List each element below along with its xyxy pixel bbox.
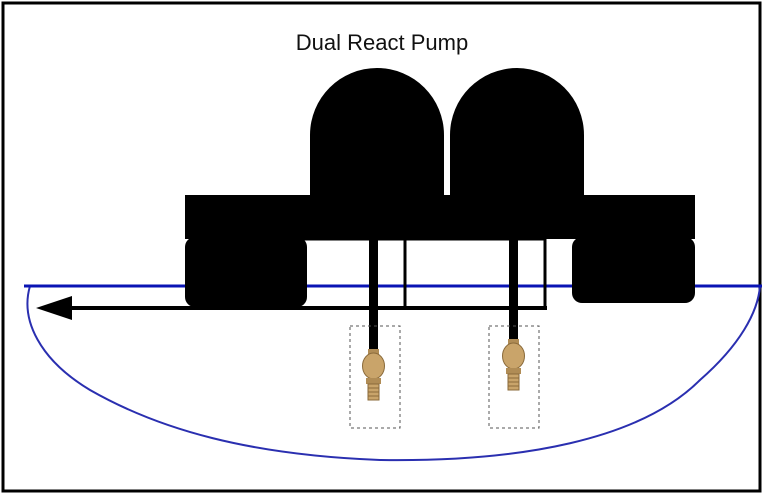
brass-nozzle-icon [362,349,385,401]
pontoon-right [572,237,695,303]
brass-nozzle-icon [502,339,525,391]
arrow-left-icon [36,296,72,320]
diagram-title-overlay: Dual React Pump [295,30,469,55]
pipe-loop [300,237,547,308]
hull-outline [26,285,761,462]
tube-left [369,239,378,351]
nozzle-box-left [349,325,401,429]
pump-dome-left [310,68,444,200]
pontoon-left [185,237,307,307]
tube-right [509,239,518,341]
nozzle-box-right [488,325,540,429]
pump-body-bar [185,195,695,239]
pump-dome-right [450,68,584,200]
